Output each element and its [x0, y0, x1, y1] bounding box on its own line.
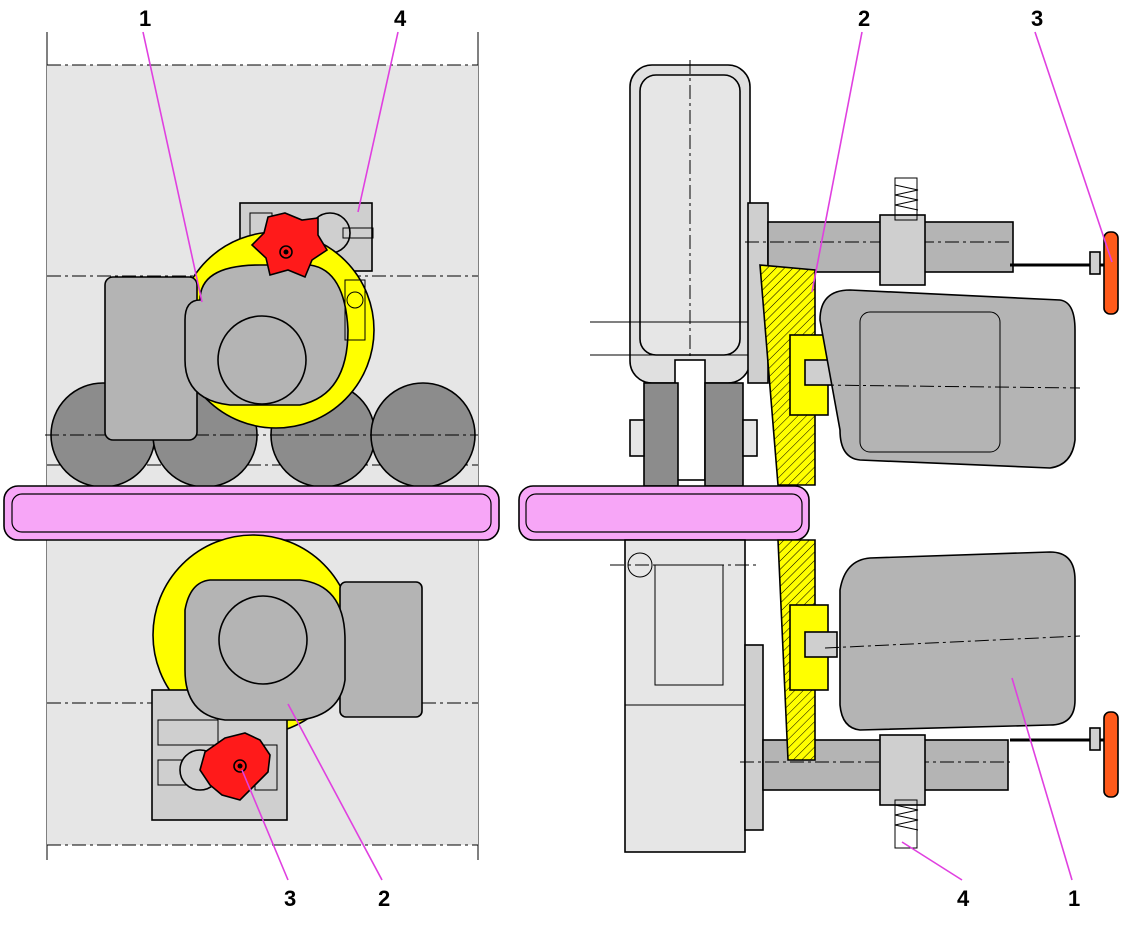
- callout-left-bottom-3: 3: [284, 886, 296, 911]
- lower-motor: [839, 551, 1076, 731]
- bottom-motor-housing: [339, 581, 423, 718]
- top-motor-housing: [104, 276, 198, 441]
- leader-lines: [142, 31, 1113, 881]
- callout-right-bottom-4: 4: [957, 886, 970, 911]
- callout-right-top-2: 2: [858, 6, 870, 31]
- lower-column: [624, 539, 746, 853]
- upper-motor: [819, 289, 1076, 469]
- upper-cutting-disc: [759, 264, 816, 486]
- upper-handle: [1103, 231, 1119, 315]
- upper-roller-left: [643, 382, 679, 487]
- left-view: [3, 32, 500, 860]
- callout-left-top-1: 1: [139, 6, 151, 31]
- callout-right-bottom-1: 1: [1068, 886, 1080, 911]
- callout-left-top-4: 4: [394, 6, 407, 31]
- bottom-adjusting-knob: [199, 732, 271, 801]
- right-view: [518, 60, 1119, 853]
- upper-roller-right: [704, 382, 744, 487]
- lower-handle: [1103, 711, 1119, 798]
- top-adjusting-knob: [250, 212, 329, 279]
- callout-right-top-3: 3: [1031, 6, 1043, 31]
- callout-left-bottom-2: 2: [378, 886, 390, 911]
